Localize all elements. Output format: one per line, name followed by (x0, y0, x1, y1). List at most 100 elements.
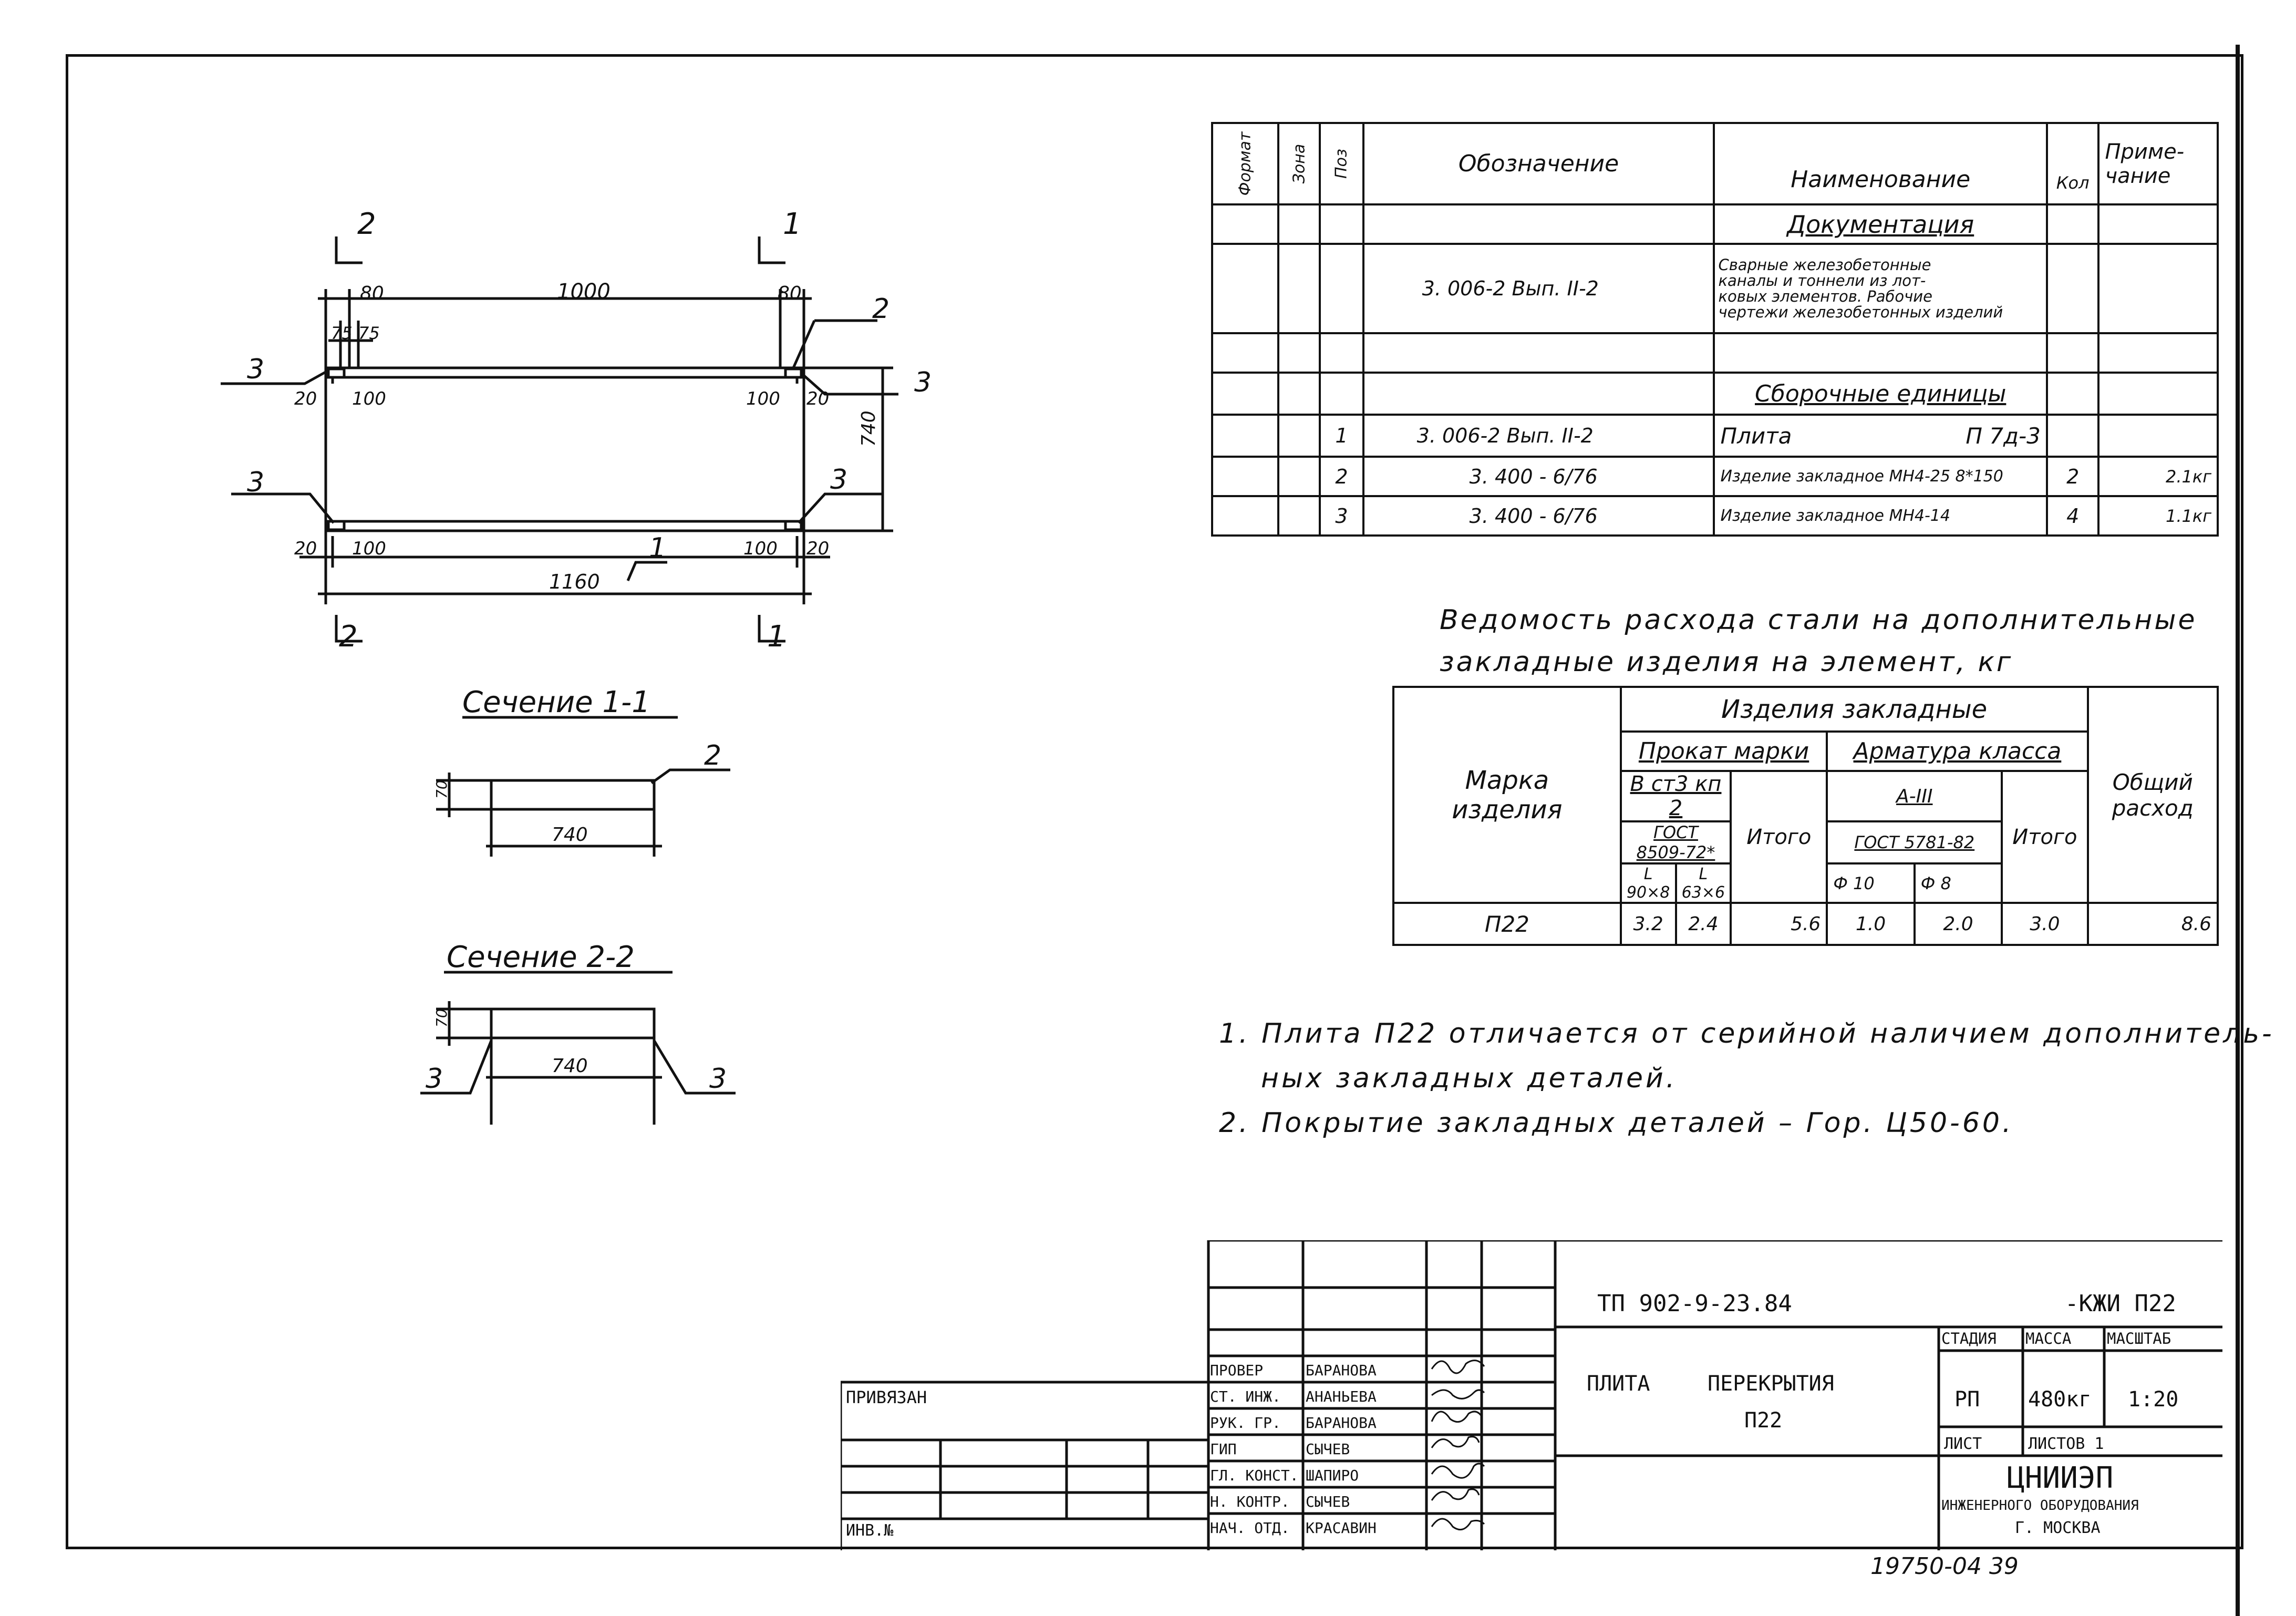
dim-100d: 100 (743, 538, 778, 559)
role-7: НАЧ. ОТД. (1210, 1519, 1290, 1537)
name-7: КРАСАВИН (1306, 1519, 1377, 1537)
header-rebar: Арматура класса (1826, 730, 2089, 772)
role-3: РУК. ГР. (1210, 1414, 1281, 1432)
steel-row-mark: П22 (1392, 902, 1622, 946)
doc-code: ТП 902-9-23.84 (1597, 1290, 1792, 1317)
spec-row-2-designation: 3. 400 - 6/76 (1362, 456, 1715, 497)
sections-view: Сечение 1-1 70 740 2 Сечение 2-2 70 740 … (420, 685, 736, 1125)
steel-title-line-1: Ведомость расхода стали на дополнительны… (1440, 604, 2197, 636)
dim-20d: 20 (806, 538, 829, 559)
steel-row-r1: 3.2 (1619, 902, 1677, 946)
spec-row-1-mark: П 7д-3 (1966, 423, 2041, 449)
callout-3-br: 3 (830, 464, 847, 496)
header-itogo-rolled: Итого (1730, 770, 1828, 904)
steel-gost: ГОСТ 8509-72* (1619, 820, 1732, 864)
scale-label: МАСШТАБ (2107, 1330, 2171, 1347)
steel-row-r2: 2.4 (1674, 902, 1732, 946)
section-mark-2-bottom: 2 (339, 620, 358, 654)
title-right: ПЕРЕКРЫТИЯ (1708, 1372, 1834, 1396)
name-6: СЫЧЕВ (1306, 1493, 1350, 1510)
stage-value: РП (1954, 1387, 1980, 1412)
rebar-grade: А-III (1826, 770, 2003, 822)
dim-75b: 75 (358, 323, 380, 343)
org-name: ЦНИИЭП (2007, 1461, 2114, 1495)
dim-80-left: 80 (360, 283, 384, 304)
section-2-2-callout-3-right: 3 (709, 1063, 727, 1095)
dim-740: 740 (858, 410, 880, 447)
title-left: ПЛИТА (1587, 1372, 1650, 1396)
dim-75a: 75 (331, 323, 353, 343)
col-note: Приме- чание (2097, 122, 2219, 205)
section-1-1-title: Сечение 1-1 (462, 685, 650, 719)
spec-row-3-pos: 3 (1319, 495, 1364, 537)
name-5: ШАПИРО (1306, 1467, 1359, 1484)
steel-row-rsum: 5.6 (1730, 902, 1828, 946)
section-2-2-title: Сечение 2-2 (447, 940, 635, 974)
section-mark-2-top: 2 (357, 207, 376, 241)
rolled-sub-1: L 90×8 (1619, 862, 1677, 904)
dim-1160: 1160 (549, 570, 600, 593)
spec-row-2-pos: 2 (1319, 456, 1364, 497)
title-mark: П22 (1744, 1408, 1783, 1433)
section-2-2-dim-70: 70 (433, 1008, 450, 1027)
inv-label: ИНВ.№ (846, 1521, 894, 1540)
section-1-1-shape (490, 779, 656, 811)
slab-outline (324, 366, 805, 532)
doc-name-line-4: чертежи железобетонных изделий (1718, 303, 2003, 321)
role-2: СТ. ИНЖ. (1210, 1388, 1281, 1405)
callout-3-bl: 3 (247, 467, 264, 498)
header-mark: Марка изделия (1392, 686, 1622, 904)
name-3: БАРАНОВА (1306, 1414, 1377, 1432)
dim-20a: 20 (294, 388, 317, 409)
dim-100b: 100 (746, 388, 780, 409)
dim-80-right: 80 (778, 283, 802, 304)
spec-row-1-pos: 1 (1319, 414, 1364, 458)
embed-bl (327, 520, 346, 531)
section-1-1-dim-740: 740 (552, 824, 588, 846)
section-2-2-shape (490, 1007, 656, 1039)
mass-value: 480кг (2028, 1387, 2092, 1412)
spec-row-2-note: 2.1кг (2097, 456, 2219, 497)
role-5: ГЛ. КОНСТ. (1210, 1467, 1299, 1484)
header-embedded: Изделия закладные (1619, 686, 2089, 733)
section-mark-1-bottom: 1 (767, 620, 786, 654)
steel-row-a1: 1.0 (1826, 902, 1916, 946)
spec-row-3-name: Изделие закладное МН4-14 (1713, 495, 2048, 537)
header-total: Общий расход (2086, 686, 2219, 904)
rolled-sub-2: L 63×6 (1674, 862, 1732, 904)
dim-1000: 1000 (557, 280, 611, 304)
names-column: БАРАНОВА АНАНЬЕВА БАРАНОВА СЫЧЕВ ШАПИРО … (1306, 1357, 1377, 1541)
name-1: БАРАНОВА (1306, 1362, 1377, 1379)
rebar-sub-2: Ф 8 (1913, 862, 2003, 904)
plan-view: 80 1000 80 75 75 20 100 100 20 740 20 10… (221, 207, 932, 654)
spec-row-1-designation: 3. 006-2 Вып. II-2 (1362, 414, 1715, 458)
role-6: Н. КОНТР. (1210, 1493, 1290, 1510)
col-pos: Поз (1332, 149, 1351, 179)
col-format: Формат (1236, 131, 1255, 196)
notes: 1. Плита П22 отличается от серийной нали… (1219, 1012, 2274, 1146)
callout-3-tr: 3 (914, 367, 932, 398)
sheets-label: ЛИСТОВ 1 (2028, 1435, 2104, 1453)
dim-100a: 100 (352, 388, 386, 409)
spec-row-2: 2 3. 400 - 6/76 Изделие закладное МН4-25… (1211, 456, 2219, 497)
col-qty: Кол (2045, 122, 2100, 205)
stage-label: СТАДИЯ (1941, 1330, 1997, 1347)
doc-suffix: -КЖИ П22 (2065, 1290, 2176, 1317)
dim-20b: 20 (806, 388, 829, 409)
header-rolled: Прокат марки (1619, 730, 1828, 772)
callout-2: 2 (872, 293, 890, 325)
note-line-2: ных закладных деталей. (1261, 1063, 1678, 1094)
callout-1: 1 (649, 532, 666, 564)
scale-value: 1:20 (2128, 1387, 2179, 1412)
steel-schedule-title: Ведомость расхода стали на дополнительны… (1440, 599, 2197, 683)
section-1-1-callout-2: 2 (704, 740, 721, 771)
steel-row-total: 8.6 (2086, 902, 2219, 946)
section-assembly-units: Сборочные единицы (1713, 372, 2048, 416)
section-1-1-dim-70: 70 (433, 780, 450, 799)
role-1: ПРОВЕР (1210, 1362, 1264, 1379)
privyazan-label: ПРИВЯЗАН (846, 1387, 927, 1407)
name-2: АНАНЬЕВА (1306, 1388, 1377, 1405)
doc-name-line-2: каналы и тоннели из лот- (1718, 272, 1926, 290)
section-2-2-dim-740: 740 (552, 1055, 588, 1077)
embed-br (784, 520, 803, 531)
